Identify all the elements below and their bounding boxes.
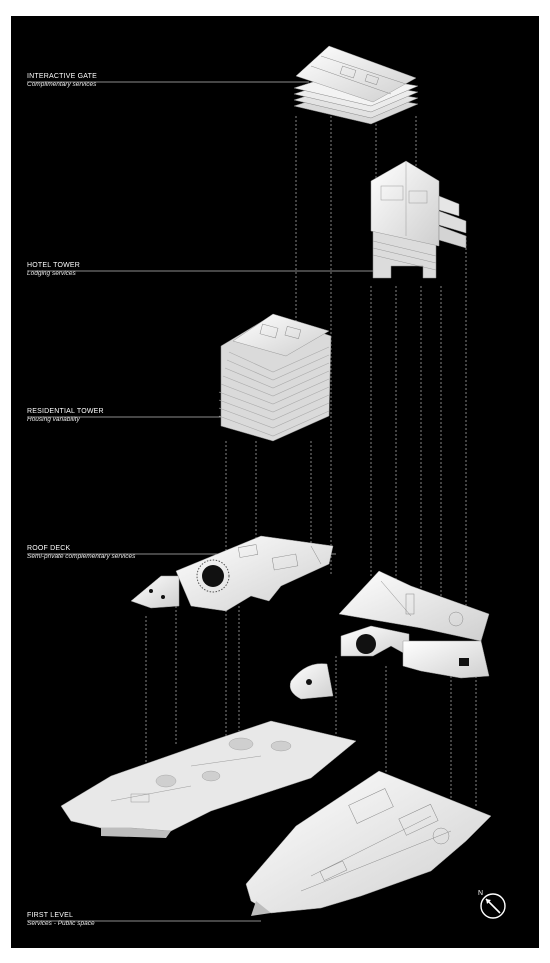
north-letter: N <box>478 890 483 897</box>
hotel-tower-title: HOTEL TOWER <box>27 262 81 269</box>
label-first-level: FIRST LEVEL Services - Public space <box>27 911 95 928</box>
interactive-gate-model <box>293 45 419 125</box>
north-arrow-icon: N <box>478 890 506 919</box>
residential-tower-subtitle: Housing variability <box>27 416 80 423</box>
interactive-gate-title: INTERACTIVE GATE <box>27 73 97 80</box>
label-roof-deck: ROOF DECK Semi-private complementary ser… <box>27 544 145 561</box>
label-residential-tower: RESIDENTIAL TOWER Housing variability <box>27 407 104 424</box>
roof-deck-right-model <box>338 570 490 679</box>
residential-tower-title: RESIDENTIAL TOWER <box>27 408 104 415</box>
first-level-model <box>245 770 492 916</box>
exploded-axonometric-diagram: INTERACTIVE GATE Complimentary services … <box>11 16 539 948</box>
label-rules <box>27 81 389 922</box>
roof-deck-curved-piece <box>289 663 334 700</box>
residential-tower-model <box>218 313 332 442</box>
hotel-tower-subtitle: Lodging services <box>27 270 76 277</box>
hotel-tower-model <box>370 160 467 279</box>
first-level-subtitle: Services - Public space <box>27 920 95 927</box>
roof-deck-left-model <box>130 535 334 612</box>
mid-level-left-model <box>60 720 357 838</box>
roof-deck-subtitle: Semi-private complementary services <box>27 553 136 560</box>
roof-deck-title: ROOF DECK <box>27 545 71 552</box>
label-hotel-tower: HOTEL TOWER Lodging services <box>27 261 80 278</box>
first-level-title: FIRST LEVEL <box>27 912 74 919</box>
label-interactive-gate: INTERACTIVE GATE Complimentary services <box>27 72 97 89</box>
interactive-gate-subtitle: Complimentary services <box>27 81 97 88</box>
exploded-model-drawing <box>27 45 492 922</box>
